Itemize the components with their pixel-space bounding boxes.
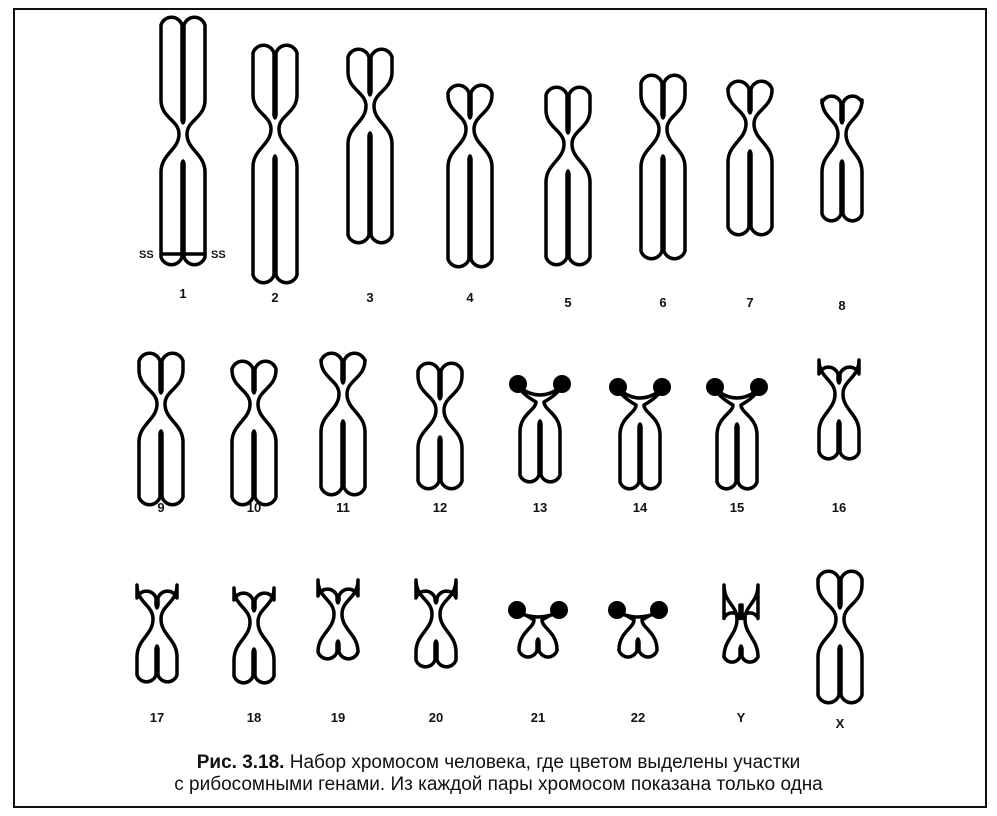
chromosome-label-11: 11 (336, 500, 350, 515)
chromosome-20: 20 (416, 580, 456, 725)
chromosome-8-outline (822, 96, 862, 221)
chromosome-label-3: 3 (366, 290, 373, 305)
chromosome-label-12: 12 (433, 500, 447, 515)
chromosome-19: 19 (318, 580, 358, 725)
chromosome-18: 18 (234, 588, 274, 725)
chromosome-9-outline (139, 353, 183, 504)
chromosome-10: 10 (232, 361, 276, 515)
caption-line-2: с рибосомными генами. Из каждой пары хро… (40, 774, 957, 796)
chromosome-label-X: X (836, 716, 845, 731)
chromosome-label-21: 21 (531, 710, 545, 725)
caption-text-1: Набор хромосом человека, где цветом выде… (290, 752, 801, 773)
chromosome-label-10: 10 (247, 500, 261, 515)
chromosome-13: 13 (509, 375, 571, 515)
chromosome-label-1: 1 (179, 286, 186, 301)
chromosome-2-outline (253, 45, 297, 282)
chromosome-14-outline (618, 389, 662, 489)
chromosome-6-outline (641, 75, 685, 258)
figure-caption: Рис. 3.18. Набор хромосом человека, где … (40, 752, 957, 796)
chromosome-22-rdna-satellite-1 (608, 601, 626, 619)
chromosome-16-outline (819, 360, 859, 459)
chromosome-15-rdna-satellite-2 (750, 378, 768, 396)
chromosome-21-rdna-satellite-2 (550, 601, 568, 619)
chromosome-11: 11 (321, 353, 365, 515)
chromosome-label-5: 5 (564, 295, 571, 310)
chromosome-7-outline (728, 81, 772, 234)
chromosome-14-rdna-satellite-2 (653, 378, 671, 396)
chromosome-7: 7 (728, 81, 772, 310)
caption-line-1: Рис. 3.18. Набор хромосом человека, где … (40, 752, 957, 774)
chromosome-label-7: 7 (746, 295, 753, 310)
chromosome-15-rdna-satellite-1 (706, 378, 724, 396)
chromosome-label-14: 14 (633, 500, 648, 515)
chromosome-15: 15 (706, 378, 768, 515)
chromosome-16: 16 (819, 360, 859, 515)
chromosome-4-outline (448, 85, 492, 266)
chromosome-21: 21 (508, 601, 568, 725)
chromosome-label-2: 2 (271, 290, 278, 305)
chromosome-5-outline (546, 87, 590, 264)
chromosome-label-19: 19 (331, 710, 345, 725)
chromosome-21-rdna-satellite-1 (508, 601, 526, 619)
chromosome-22: 22 (608, 601, 668, 725)
chromosome-22-rdna-satellite-2 (650, 601, 668, 619)
chromosome-19-outline (318, 580, 358, 659)
chromosome-label-4: 4 (466, 290, 474, 305)
chromosome-2: 2 (253, 45, 297, 305)
chromosome-label-8: 8 (838, 298, 845, 313)
chromosome-22-outline (617, 612, 659, 657)
chromosome-label-22: 22 (631, 710, 645, 725)
chromosome-label-16: 16 (832, 500, 846, 515)
chromosome-label-17: 17 (150, 710, 164, 725)
chromosome-14-rdna-satellite-1 (609, 378, 627, 396)
chromosome-label-20: 20 (429, 710, 443, 725)
chromosome-17-outline (137, 585, 177, 682)
chromosome-13-outline (518, 386, 562, 482)
chromosome-18-outline (234, 588, 274, 683)
chromosome-5: 5 (546, 87, 590, 310)
ss-label-right: SS (211, 249, 226, 261)
chromosome-label-15: 15 (730, 500, 744, 515)
chromosome-9: 9 (139, 353, 183, 515)
chromosome-14: 14 (609, 378, 671, 515)
chromosome-4: 4 (448, 85, 492, 305)
chromosome-11-outline (321, 353, 365, 494)
chromosome-20-outline (416, 580, 456, 667)
chromosome-13-rdna-satellite-1 (509, 375, 527, 393)
chromosome-X-outline (818, 571, 862, 702)
chromosome-1-outline (161, 17, 205, 264)
chromosome-12: 12 (418, 363, 462, 515)
chromosome-label-6: 6 (659, 295, 666, 310)
chromosome-21-outline (517, 612, 559, 657)
chromosome-8: 8 (822, 96, 862, 313)
chromosome-10-outline (232, 361, 276, 504)
chromosome-15-outline (715, 389, 759, 489)
chromosome-label-13: 13 (533, 500, 547, 515)
chromosome-17: 17 (137, 585, 177, 725)
chromosome-12-outline (418, 363, 462, 488)
chromosome-label-9: 9 (157, 500, 164, 515)
ss-label-left: SS (139, 249, 154, 261)
chromosome-1: SS SS 1 (139, 17, 226, 301)
figure-number: Рис. 3.18. (197, 752, 285, 773)
chromosome-Y-outline (724, 585, 758, 662)
chromosome-X: X (818, 571, 862, 731)
chromosome-label-18: 18 (247, 710, 261, 725)
chromosome-label-Y: Y (737, 710, 746, 725)
chromosome-6: 6 (641, 75, 685, 310)
chromosome-3: 3 (348, 49, 392, 305)
chromosome-3-outline (348, 49, 392, 242)
chromosome-Y: Y (724, 585, 758, 725)
chromosome-13-rdna-satellite-2 (553, 375, 571, 393)
